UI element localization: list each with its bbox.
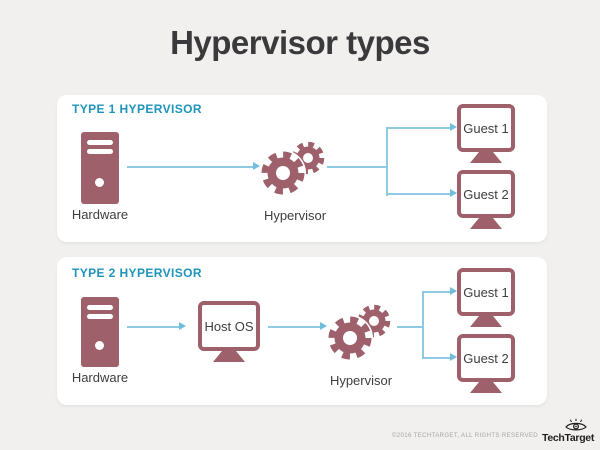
gears-icon xyxy=(260,141,325,196)
host-os-label: Host OS xyxy=(204,318,254,334)
guest1-monitor: Guest 1 xyxy=(457,104,515,152)
techtarget-logo: TechTarget xyxy=(542,418,594,444)
type1-panel: TYPE 1 HYPERVISOR Hardware xyxy=(57,95,547,242)
connector-line xyxy=(386,193,450,195)
host-os-monitor: Host OS xyxy=(198,301,260,351)
hypervisor-label: Hypervisor xyxy=(263,208,327,223)
server-tower-icon xyxy=(81,132,119,204)
arrowhead-icon xyxy=(450,353,457,361)
guest1-label: Guest 1 xyxy=(463,284,509,300)
connector-line xyxy=(268,326,320,328)
guest2-label: Guest 2 xyxy=(463,186,509,202)
gears-icon xyxy=(327,304,391,361)
connector-line xyxy=(327,166,387,168)
guest2-monitor: Guest 2 xyxy=(457,170,515,218)
tower-power-dot xyxy=(95,341,104,350)
tower-stripe xyxy=(87,314,113,319)
type2-panel: TYPE 2 HYPERVISOR Hardware Host OS xyxy=(57,257,547,405)
tower-stripe xyxy=(87,149,113,154)
connector-line xyxy=(422,291,450,293)
connector-line xyxy=(397,326,423,328)
guest2-monitor: Guest 2 xyxy=(457,334,515,382)
server-tower-icon xyxy=(81,297,119,367)
connector-line xyxy=(127,326,179,328)
connector-line xyxy=(127,166,253,168)
arrowhead-icon xyxy=(179,322,186,330)
copyright-text: ©2016 TECHTARGET, ALL RIGHTS RESERVED xyxy=(391,433,538,439)
monitor-stand xyxy=(213,351,245,362)
arrowhead-icon xyxy=(253,162,260,170)
eye-icon xyxy=(565,418,587,431)
guest1-monitor: Guest 1 xyxy=(457,268,515,316)
monitor-stand xyxy=(470,218,502,229)
arrowhead-icon xyxy=(450,287,457,295)
type1-heading: TYPE 1 HYPERVISOR xyxy=(72,102,202,116)
tower-stripe xyxy=(87,305,113,310)
tower-stripe xyxy=(87,140,113,145)
connector-line xyxy=(386,128,388,196)
guest1-label: Guest 1 xyxy=(463,120,509,136)
arrowhead-icon xyxy=(450,123,457,131)
hypervisor-label: Hypervisor xyxy=(329,373,393,388)
monitor-stand xyxy=(470,316,502,327)
page-title: Hypervisor types xyxy=(170,24,430,61)
connector-line xyxy=(422,357,450,359)
monitor-stand xyxy=(470,152,502,163)
connector-line xyxy=(386,127,450,129)
hardware-label: Hardware xyxy=(71,207,129,222)
guest2-label: Guest 2 xyxy=(463,350,509,366)
arrowhead-icon xyxy=(450,189,457,197)
type2-heading: TYPE 2 HYPERVISOR xyxy=(72,266,202,280)
hardware-label: Hardware xyxy=(71,370,129,385)
tower-power-dot xyxy=(95,178,104,187)
monitor-stand xyxy=(470,382,502,393)
arrowhead-icon xyxy=(320,322,327,330)
connector-line xyxy=(422,291,424,359)
brand-name: TechTarget xyxy=(542,432,595,444)
